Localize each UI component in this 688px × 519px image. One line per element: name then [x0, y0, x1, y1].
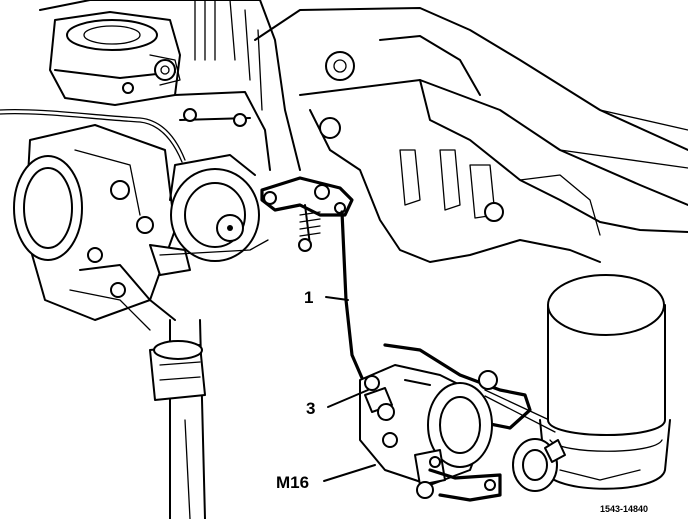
connecting-rod [340, 210, 364, 380]
oil-filter [512, 274, 671, 492]
figure-number: 1543-14840 [600, 504, 648, 514]
engine-head [39, 0, 301, 171]
throttle-actuator [149, 154, 269, 276]
callout-label-m16: M16 [276, 473, 309, 492]
support-stalk [149, 319, 206, 519]
cable [0, 109, 186, 163]
leader-line-m16 [323, 464, 376, 482]
throttle-linkage [260, 176, 354, 252]
callout-label-3: 3 [306, 399, 315, 418]
leader-lines [323, 296, 376, 482]
leader-line-3 [327, 389, 369, 408]
leader-line-1 [325, 296, 349, 301]
throttle-body [13, 124, 176, 331]
intake-manifold [254, 7, 688, 263]
vacuum-unit [49, 11, 181, 106]
actuator-m16 [359, 343, 561, 502]
callout-label-1: 1 [304, 288, 313, 307]
